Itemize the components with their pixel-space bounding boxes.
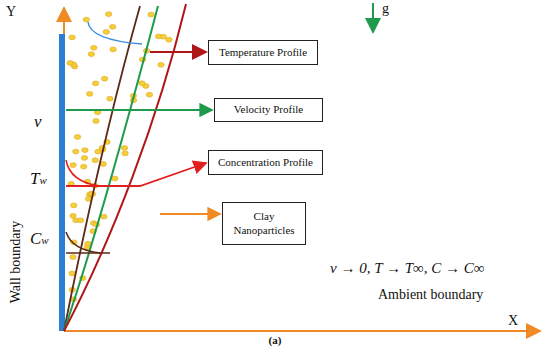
nanoparticle xyxy=(69,35,75,40)
nanoparticle xyxy=(91,45,97,50)
box-text: Temperature Profile xyxy=(219,46,307,60)
nanoparticle xyxy=(70,213,76,218)
nanoparticle xyxy=(101,76,107,81)
particle-curve xyxy=(66,232,100,253)
nanoparticle xyxy=(110,47,116,52)
nanoparticle xyxy=(139,81,145,86)
text-label: Ambient boundary xyxy=(378,288,483,302)
nanoparticle xyxy=(146,92,152,97)
text-label: Cw xyxy=(30,230,49,247)
label-box: Concentration Profile xyxy=(208,150,323,175)
nanoparticle xyxy=(88,52,94,57)
concentration-curve xyxy=(66,160,100,186)
text-label: X xyxy=(508,314,518,328)
label-box: Velocity Profile xyxy=(214,98,323,122)
nanoparticle xyxy=(92,158,98,163)
nanoparticle xyxy=(81,164,87,169)
nanoparticle xyxy=(83,17,89,22)
nanoparticle xyxy=(166,37,172,42)
profile-line xyxy=(66,252,110,254)
nanoparticle xyxy=(85,241,91,246)
nanoparticle xyxy=(107,96,113,101)
nanoparticle xyxy=(148,12,154,17)
leader-arrow xyxy=(66,163,206,186)
nanoparticle xyxy=(71,203,77,208)
nanoparticle xyxy=(70,255,76,260)
nanoparticle xyxy=(74,135,80,140)
leader-arrow xyxy=(66,109,212,111)
text-label: v → 0, T → T∞, C → C∞ xyxy=(330,261,484,276)
text-label: g xyxy=(382,2,389,16)
nanoparticle xyxy=(81,156,87,161)
nanoparticle xyxy=(67,61,73,66)
velocity-curve xyxy=(88,22,142,44)
nanoparticle xyxy=(70,163,76,168)
nanoparticle xyxy=(122,151,128,156)
axis-title: Wall boundary xyxy=(9,221,23,303)
profile-curve xyxy=(64,6,140,331)
box-text: Velocity Profile xyxy=(234,103,303,117)
nanoparticle xyxy=(92,81,98,86)
nanoparticle xyxy=(82,148,88,153)
nanoparticle xyxy=(101,214,107,219)
nanoparticle xyxy=(112,176,118,181)
wall xyxy=(59,34,65,331)
nanoparticle xyxy=(121,146,127,151)
box-text: Concentration Profile xyxy=(218,156,313,170)
x-axis xyxy=(64,330,540,332)
nanoparticle xyxy=(160,34,166,39)
gravity-arrow xyxy=(372,3,374,32)
thermal-boundary xyxy=(64,4,186,331)
nanoparticle xyxy=(105,12,111,17)
nanoparticle xyxy=(77,218,83,223)
nanoparticle xyxy=(87,92,93,97)
label-box: Temperature Profile xyxy=(208,40,318,65)
nanoparticle xyxy=(93,119,99,124)
nanoparticle xyxy=(73,149,79,154)
leader-arrow xyxy=(150,51,206,53)
nanoparticle xyxy=(158,62,164,67)
label-box: Clay Nanoparticles xyxy=(222,202,306,245)
nanoparticle xyxy=(103,30,109,35)
velocity-boundary xyxy=(64,6,158,331)
leader-arrow xyxy=(160,213,220,215)
text-label: (a) xyxy=(269,335,282,346)
text-label: Tw xyxy=(30,170,47,187)
nanoparticle xyxy=(110,24,116,29)
text-label: v xyxy=(34,113,42,130)
box-text: Clay Nanoparticles xyxy=(227,210,301,238)
nanoparticle xyxy=(95,149,101,154)
text-label: Y xyxy=(6,5,16,19)
